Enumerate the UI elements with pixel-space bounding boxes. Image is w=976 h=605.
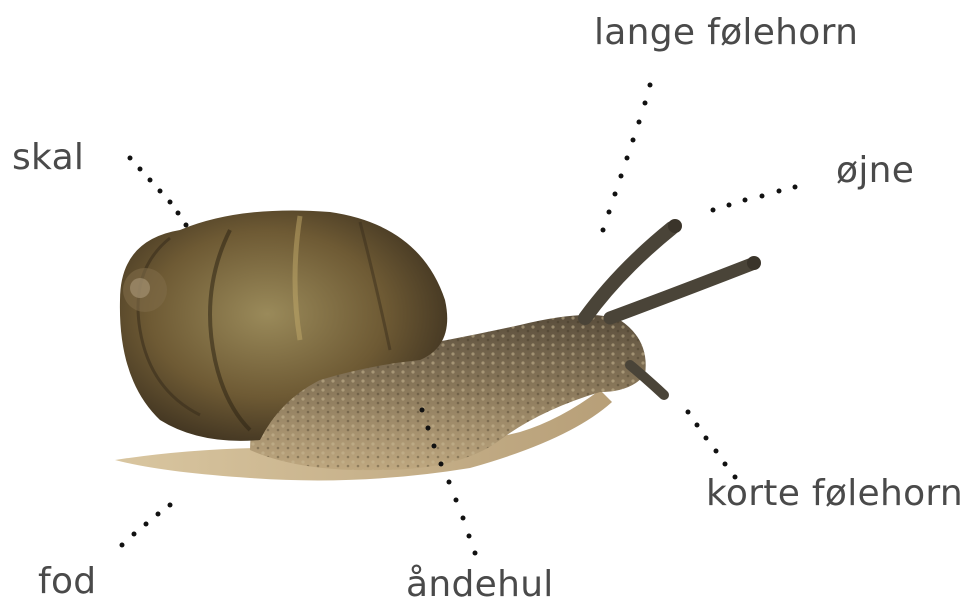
label-andehul: åndehul <box>406 567 554 603</box>
leader-skal <box>128 156 189 228</box>
label-ojne: øjne <box>836 153 914 189</box>
leader-korte-folehorn <box>686 410 738 480</box>
eye-dot-1 <box>668 219 682 233</box>
label-korte-folehorn: korte følehorn <box>706 476 963 512</box>
eye-dot-2 <box>747 256 761 270</box>
leader-lange-folehorn <box>601 83 653 233</box>
leader-fod <box>120 503 173 548</box>
leader-ojne <box>711 185 798 213</box>
label-skal: skal <box>12 140 84 176</box>
label-fod: fod <box>38 564 96 600</box>
label-lange-folehorn: lange følehorn <box>594 15 858 51</box>
